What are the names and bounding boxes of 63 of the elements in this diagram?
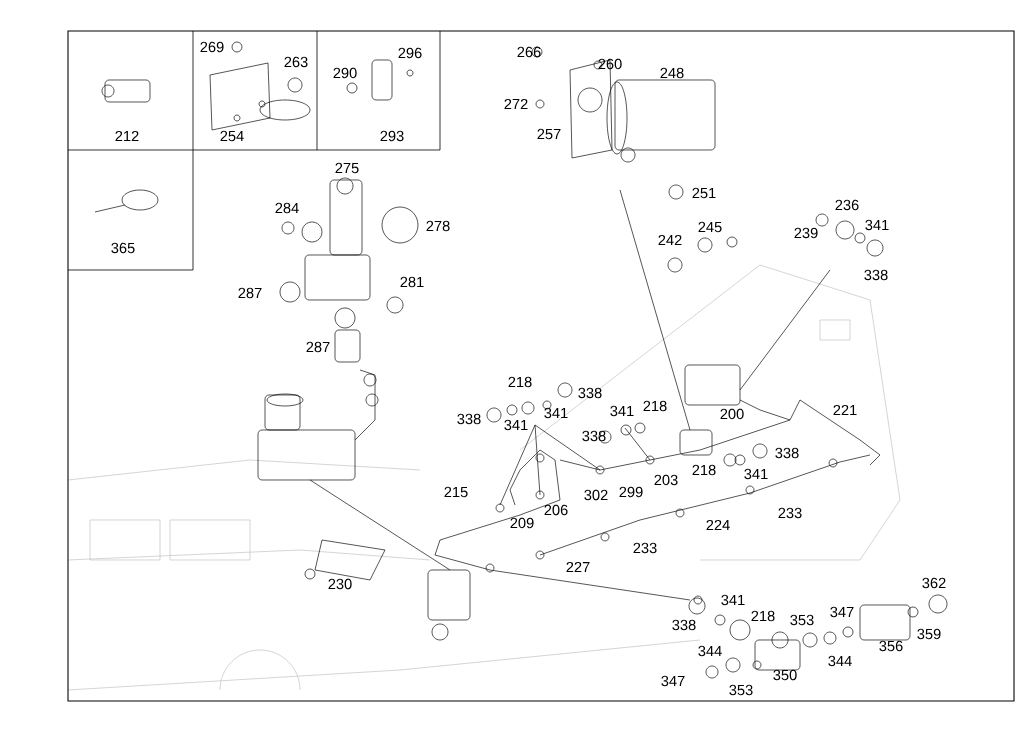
callout-number: 281 <box>400 276 424 288</box>
callout-number: 272 <box>504 98 528 110</box>
callout-number: 263 <box>284 56 308 68</box>
callout-number: 341 <box>504 419 528 431</box>
callout-number: 287 <box>306 341 330 353</box>
callout-number: 233 <box>633 542 657 554</box>
callout-number: 344 <box>828 655 852 667</box>
callout-number: 233 <box>778 507 802 519</box>
callout-number: 341 <box>721 594 745 606</box>
callout-number: 359 <box>917 628 941 640</box>
callout-number: 218 <box>643 400 667 412</box>
callout-number: 299 <box>619 486 643 498</box>
callout-number: 224 <box>706 519 730 531</box>
callout-number: 209 <box>510 517 534 529</box>
callout-number: 347 <box>661 675 685 687</box>
callout-number: 356 <box>879 640 903 652</box>
callout-number: 212 <box>115 130 139 142</box>
callout-number: 230 <box>328 578 352 590</box>
callout-number: 275 <box>335 162 359 174</box>
callout-number: 341 <box>544 407 568 419</box>
callout-number: 278 <box>426 220 450 232</box>
callout-number: 338 <box>578 387 602 399</box>
callout-number: 284 <box>275 202 299 214</box>
callout-number: 227 <box>566 561 590 573</box>
callout-number: 347 <box>830 606 854 618</box>
callout-number: 296 <box>398 47 422 59</box>
callout-number: 248 <box>660 67 684 79</box>
callout-number: 251 <box>692 187 716 199</box>
callout-number: 245 <box>698 221 722 233</box>
callout-number: 218 <box>751 610 775 622</box>
callout-number: 344 <box>698 645 722 657</box>
callout-number: 362 <box>922 577 946 589</box>
callout-number: 293 <box>380 130 404 142</box>
callout-number: 215 <box>444 486 468 498</box>
callout-number: 221 <box>833 404 857 416</box>
callout-number: 338 <box>672 619 696 631</box>
callout-number: 341 <box>610 405 634 417</box>
callout-number: 353 <box>729 684 753 696</box>
callout-number: 365 <box>111 242 135 254</box>
callout-number: 269 <box>200 41 224 53</box>
callout-number: 203 <box>654 474 678 486</box>
callout-number: 266 <box>517 46 541 58</box>
callout-number: 236 <box>835 199 859 211</box>
callout-number: 338 <box>864 269 888 281</box>
callout-number: 353 <box>790 614 814 626</box>
callout-number: 254 <box>220 130 244 142</box>
callout-number: 206 <box>544 504 568 516</box>
callout-number: 350 <box>773 669 797 681</box>
callout-number: 341 <box>865 219 889 231</box>
callout-number: 260 <box>598 58 622 70</box>
callout-number: 239 <box>794 227 818 239</box>
callout-number: 338 <box>457 413 481 425</box>
callout-number: 341 <box>744 468 768 480</box>
callout-number: 287 <box>238 287 262 299</box>
callout-number: 257 <box>537 128 561 140</box>
callout-number: 218 <box>508 376 532 388</box>
callout-number: 200 <box>720 408 744 420</box>
callout-number: 338 <box>582 430 606 442</box>
callout-number: 218 <box>692 464 716 476</box>
callout-number: 242 <box>658 234 682 246</box>
callout-number: 338 <box>775 447 799 459</box>
callout-number: 290 <box>333 67 357 79</box>
callout-number: 302 <box>584 489 608 501</box>
